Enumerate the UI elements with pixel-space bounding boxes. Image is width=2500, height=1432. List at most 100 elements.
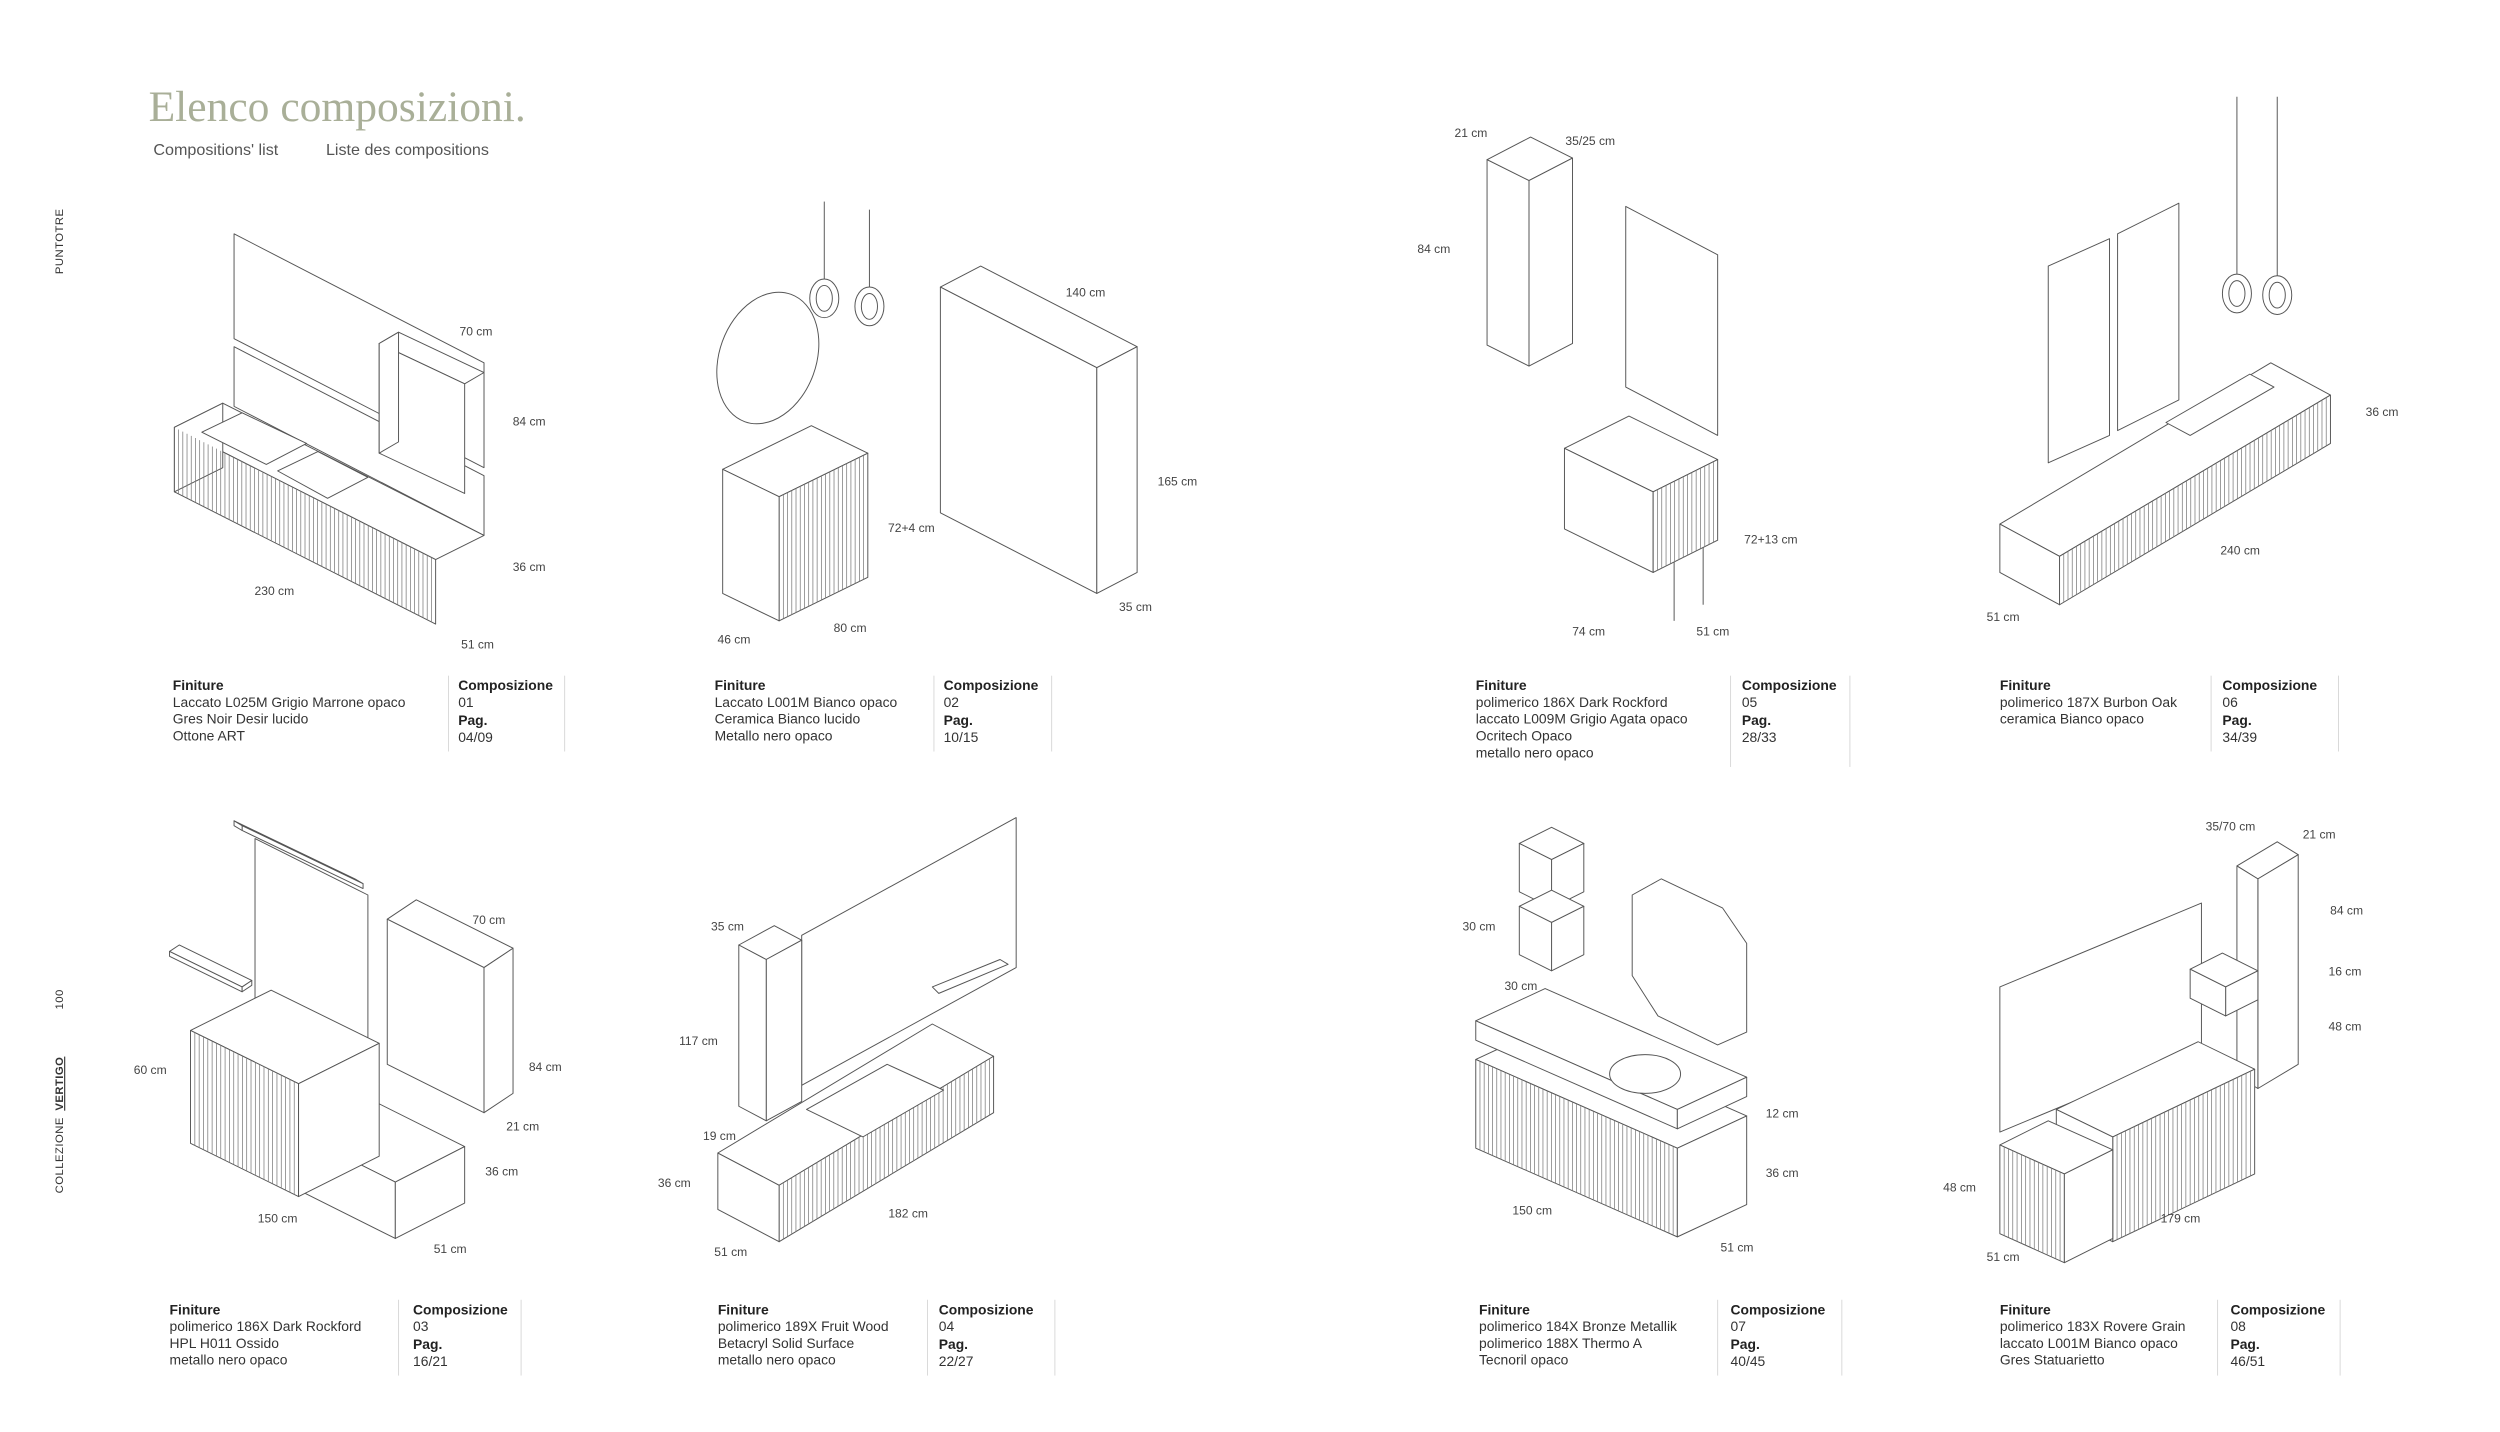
dimension-label: 51 cm <box>1987 1250 2020 1264</box>
dimension-label: 21 cm <box>1454 126 1487 140</box>
small-shelf-top <box>169 944 253 988</box>
composizione-label: Composizione <box>944 677 1039 693</box>
finish-item: polimerico 189X Fruit Wood <box>718 1318 889 1334</box>
dimension-label: 35 cm <box>1119 600 1152 614</box>
bowl-basin <box>1609 1054 1682 1094</box>
dimension-label: 84 cm <box>513 415 546 429</box>
dimension-label: 36 cm <box>485 1165 518 1179</box>
countertop-face-b <box>1676 1076 1748 1130</box>
tall-cabinet-face-b <box>1096 346 1138 594</box>
pag-label: Pag. <box>1742 712 1771 728</box>
dimension-label: 51 cm <box>1987 610 2020 624</box>
shelf-unit <box>1486 136 1574 367</box>
pag-label: Pag. <box>413 1336 442 1352</box>
basin <box>806 1063 945 1138</box>
dimension-label: 84 cm <box>529 1060 562 1074</box>
shelf-unit-face-b <box>738 944 767 1122</box>
finish-item: laccato L009M Grigio Agata opaco <box>1476 711 1688 727</box>
shelf-cube-face-b <box>1518 905 1553 972</box>
finiture-label: Finiture <box>173 677 224 693</box>
dimension-label: 51 cm <box>461 637 494 651</box>
dimension-label: 51 cm <box>434 1242 467 1256</box>
dimension-label: 36 cm <box>658 1176 691 1190</box>
finiture-label: Finiture <box>715 677 766 693</box>
composizione-label: Composizione <box>939 1301 1034 1317</box>
finiture-label: Finiture <box>170 1301 221 1317</box>
dimension-label: 48 cm <box>1943 1181 1976 1195</box>
page-range: 04/09 <box>458 729 493 745</box>
small-shelf <box>169 944 253 993</box>
mirror-panel <box>2047 238 2111 464</box>
collection-name: VERTIGO <box>54 1057 66 1111</box>
composizione-label: Composizione <box>413 1301 508 1317</box>
lamp-ring <box>860 293 878 320</box>
shelf-unit-face-a <box>765 939 803 1122</box>
composition-number: 03 <box>413 1318 429 1334</box>
finish-item: metallo nero opaco <box>170 1352 288 1368</box>
octagonal-mirror <box>1631 878 1748 1046</box>
composizione-label: Composizione <box>1731 1301 1826 1317</box>
finish-item: polimerico 187X Burbon Oak <box>2000 694 2177 710</box>
pag-label: Pag. <box>2222 712 2251 728</box>
dimension-label: 35/70 cm <box>2206 819 2256 833</box>
composition-number: 06 <box>2222 694 2238 710</box>
page-range: 22/27 <box>939 1353 974 1369</box>
finish-item: Laccato L001M Bianco opaco <box>715 694 898 710</box>
low-cabinet-face-b <box>2063 1149 2114 1264</box>
dimension-label: 36 cm <box>1766 1166 1799 1180</box>
dimension-label: 117 cm <box>679 1034 718 1048</box>
composizione-label: Composizione <box>458 677 553 693</box>
page-range: 10/15 <box>944 729 979 745</box>
finish-item: Ocritech Opaco <box>1476 728 1573 744</box>
finish-item: Ottone ART <box>173 728 246 744</box>
cabinet-face-b <box>1676 1115 1748 1238</box>
finish-item: Gres Noir Desir lucido <box>173 711 309 727</box>
composition-number: 01 <box>458 694 474 710</box>
finish-item: HPL H011 Ossido <box>170 1335 280 1351</box>
shelf-unit-face-a <box>1528 157 1574 367</box>
finiture-label: Finiture <box>718 1301 769 1317</box>
lamp-ring <box>815 284 833 312</box>
finish-item: ceramica Bianco opaco <box>2000 711 2144 727</box>
composition-number: 02 <box>944 694 960 710</box>
dimension-label: 240 cm <box>2220 544 2260 558</box>
small-unit-face-b <box>2189 968 2227 1017</box>
composition-number: 05 <box>1742 694 1758 710</box>
dimension-label: 51 cm <box>714 1245 747 1259</box>
mirror-panel <box>2117 202 2180 432</box>
tall-cabinet <box>939 265 1138 594</box>
dimension-label: 74 cm <box>1572 624 1605 638</box>
dimension-label: 150 cm <box>258 1211 298 1225</box>
finish-item: Betacryl Solid Surface <box>718 1335 855 1351</box>
dimension-label: 80 cm <box>834 621 867 635</box>
page-range: 40/45 <box>1731 1353 1766 1369</box>
sink <box>2165 373 2275 436</box>
dimension-label: 70 cm <box>472 913 505 927</box>
composizione-label: Composizione <box>1742 677 1837 693</box>
page-range: 46/51 <box>2230 1353 2265 1369</box>
vanity <box>722 425 869 622</box>
page-range: 34/39 <box>2222 729 2257 745</box>
page-range: 28/33 <box>1742 729 1777 745</box>
collection-prefix: COLLEZIONE <box>54 1117 66 1193</box>
dimension-label: 60 cm <box>134 1063 167 1077</box>
wall-cabinet <box>386 899 514 1114</box>
pag-label: Pag. <box>458 712 487 728</box>
composition-number: 07 <box>1731 1318 1747 1334</box>
composizione-label: Composizione <box>2230 1301 2325 1317</box>
light-shelf <box>931 959 1009 994</box>
pag-label: Pag. <box>2230 1336 2259 1352</box>
dimension-label: 51 cm <box>1696 624 1729 638</box>
lamp-ring <box>2228 280 2246 307</box>
dimension-label: 72+4 cm <box>888 521 935 535</box>
dimension-label: 84 cm <box>2330 903 2363 917</box>
dimension-label: 48 cm <box>2329 1019 2362 1033</box>
